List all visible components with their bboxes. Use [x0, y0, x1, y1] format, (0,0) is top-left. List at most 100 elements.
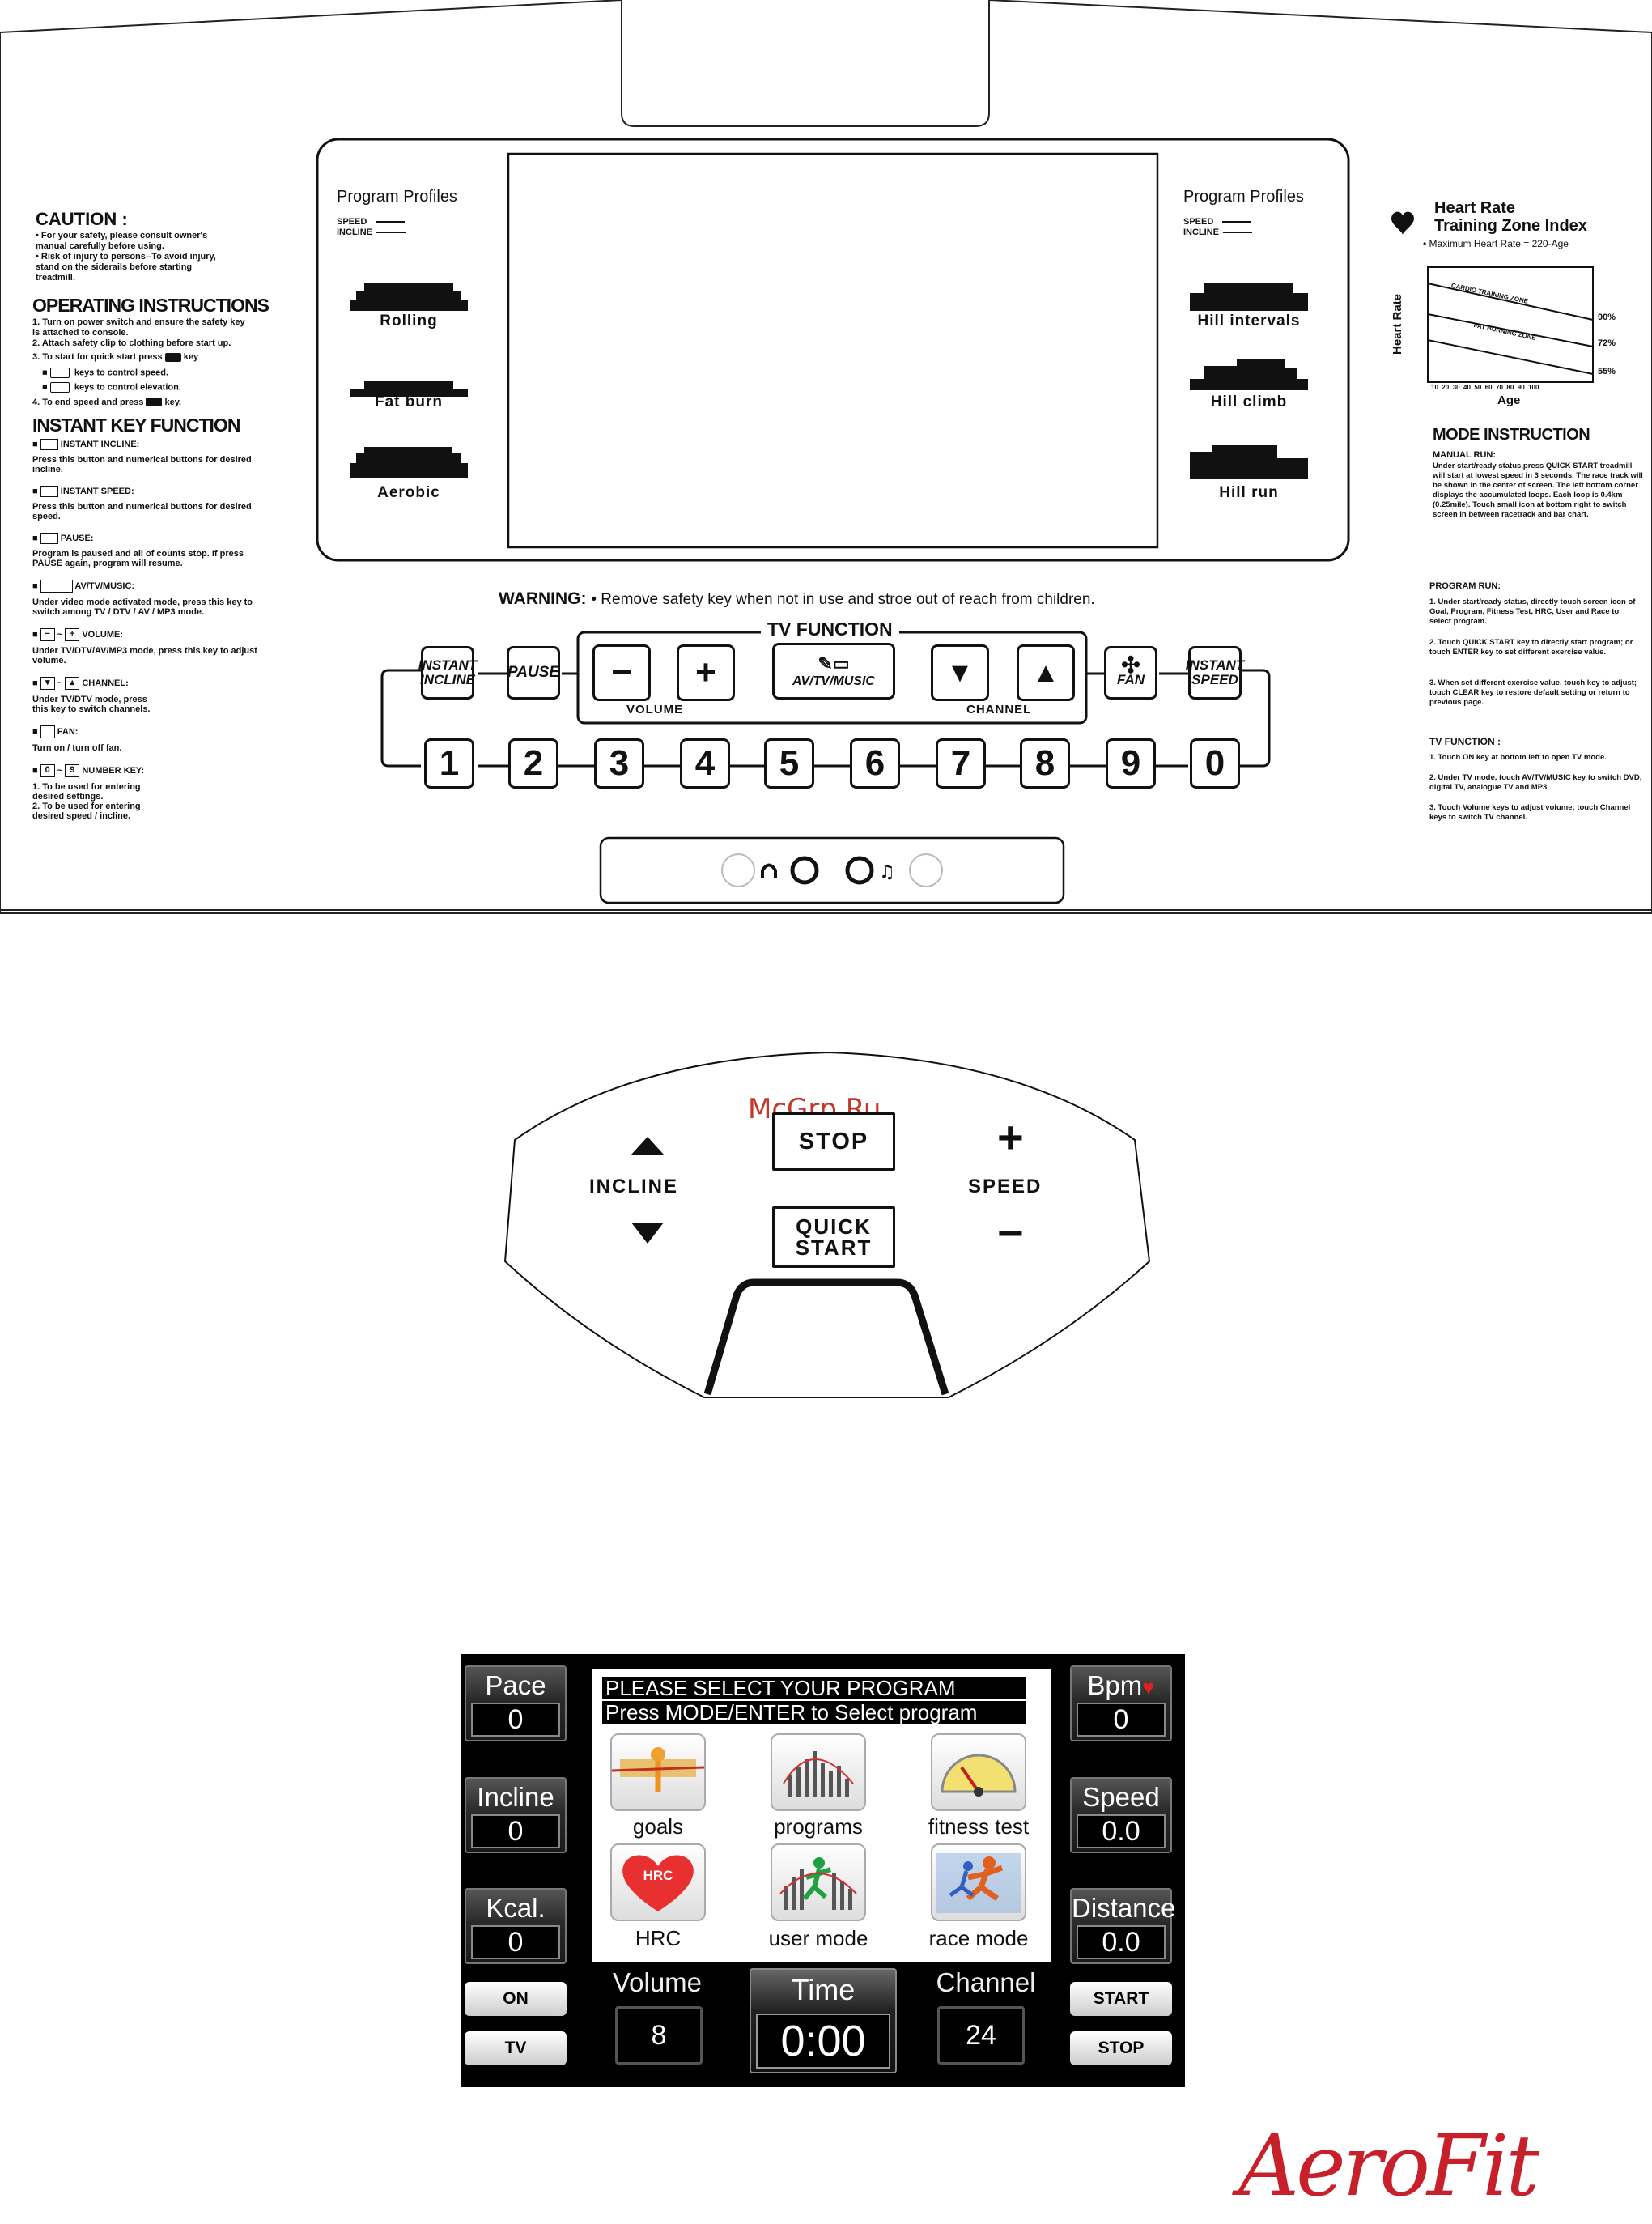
number-key-4[interactable]: 4: [680, 738, 730, 789]
avtv-key-icon: [40, 580, 73, 593]
number-key-0[interactable]: 0: [1190, 738, 1240, 789]
program-run-3: 3. When set different exercise value, to…: [1429, 678, 1637, 707]
incline-label: INCLINE: [589, 1176, 678, 1197]
volume-down-button[interactable]: −: [592, 644, 651, 701]
caution-text: • For your safety, please consult owner'…: [36, 231, 216, 283]
speed-label: SPEED: [968, 1176, 1043, 1197]
goals-tile[interactable]: [610, 1733, 706, 1811]
goals-icon: [611, 1747, 705, 1792]
operating-title: OPERATING INSTRUCTIONS: [32, 295, 270, 316]
goals-label: goals: [632, 1814, 684, 1839]
fan-key-icon: [40, 725, 55, 738]
profile-fat-burn: Fat burn: [375, 393, 443, 410]
program-header: PLEASE SELECT YOUR PROGRAM: [602, 1677, 1026, 1699]
profile-hill-climb: Hill climb: [1210, 393, 1288, 410]
fan-button[interactable]: ✣ FAN: [1104, 646, 1157, 700]
fitness-test-label: fitness test: [928, 1814, 1030, 1839]
quick-start-key-icon: [164, 352, 181, 362]
profile-hill-intervals: Hill intervals: [1197, 313, 1301, 330]
programs-icon: [783, 1751, 854, 1797]
fitness-test-icon: [941, 1754, 1017, 1797]
pause-button[interactable]: PAUSE: [507, 646, 560, 700]
quick-start-button[interactable]: QUICK START: [772, 1206, 895, 1268]
volume-label: VOLUME: [623, 703, 687, 717]
number-key-8[interactable]: 8: [1020, 738, 1070, 789]
incline-down-button[interactable]: [620, 1211, 677, 1252]
number-key-6[interactable]: 6: [850, 738, 900, 789]
volume-up-button[interactable]: +: [677, 644, 735, 701]
heart-max: • Maximum Heart Rate = 220-Age: [1423, 238, 1569, 249]
speed-up-button[interactable]: +: [997, 1112, 1024, 1163]
speed-keys-icon: [49, 368, 70, 378]
heart-ages: 10 20 30 40 50 60 70 80 90 100: [1431, 384, 1539, 391]
start-button[interactable]: START: [1070, 1982, 1172, 2016]
profile-graphs-right: [1190, 283, 1308, 479]
number-key-7[interactable]: 7: [936, 738, 986, 789]
volume-lcd-value: 8: [615, 2006, 703, 2065]
lcd-stop-button[interactable]: STOP: [1070, 2031, 1172, 2065]
number-key-2[interactable]: 2: [508, 738, 558, 789]
aerofit-logo: AeroFit: [1238, 2116, 1539, 2215]
profile-graphs-left: [350, 283, 468, 478]
pct-90: 90%: [1598, 313, 1616, 322]
user-mode-tile[interactable]: [771, 1843, 866, 1921]
programs-label: programs: [774, 1814, 863, 1839]
channel-up-button[interactable]: ▲: [1017, 644, 1075, 701]
user-mode-label: user mode: [768, 1926, 868, 1950]
incline-down-icon: [631, 1223, 664, 1244]
hrc-label: HRC: [635, 1926, 682, 1950]
manual-desc: Under start/ready status,press QUICK STA…: [1433, 461, 1643, 519]
program-select-area: PLEASE SELECT YOUR PROGRAM Press MODE/EN…: [592, 1669, 1051, 1962]
tv-function-3: 3. Touch Volume keys to adjust volume; t…: [1429, 803, 1631, 822]
fitness-test-tile[interactable]: [931, 1733, 1026, 1811]
handlebar-outline: [503, 1051, 1151, 1398]
hrc-tile[interactable]: HRC: [610, 1843, 706, 1921]
race-mode-tile[interactable]: [931, 1843, 1026, 1921]
incline-keys-icon: [49, 382, 70, 393]
heart-title: Heart Rate Training Zone Index: [1434, 199, 1587, 235]
profiles-right-legend: SPEED INCLINE: [1183, 217, 1253, 238]
tv-icon: ✎▭: [818, 653, 850, 674]
instant-incline-button[interactable]: INSTANT INCLINE: [418, 646, 477, 700]
tv-function-title: TV FUNCTION :: [1429, 736, 1501, 747]
tv-function-2: 2. Under TV mode, touch AV/TV/MUSIC key …: [1429, 773, 1642, 792]
heart-xlabel: Age: [1497, 393, 1521, 407]
pause-key-icon: [40, 533, 58, 544]
svg-text:♫: ♫: [879, 862, 895, 882]
hrc-badge: HRC: [643, 1868, 673, 1883]
race-mode-icon: [936, 1853, 1021, 1913]
av-tv-music-button[interactable]: ✎▭ AV/TV/MUSIC: [772, 643, 895, 700]
hrc-heart-icon: [622, 1855, 694, 1911]
tv-button[interactable]: TV: [465, 2031, 567, 2065]
on-button[interactable]: ON: [465, 1982, 567, 2016]
program-run-2: 2. Touch QUICK START key to directly sta…: [1429, 638, 1633, 657]
volume-lcd-label: Volume: [612, 1967, 703, 1997]
number-key-5[interactable]: 5: [764, 738, 814, 789]
warning: WARNING: • Remove safety key when not in…: [499, 589, 1095, 608]
programs-tile[interactable]: [771, 1733, 866, 1811]
number-key-9[interactable]: 9: [1106, 738, 1156, 789]
channel-down-button[interactable]: ▼: [931, 644, 989, 701]
heart-icon: ♥: [1142, 1675, 1155, 1699]
profile-hill-run: Hill run: [1219, 484, 1279, 501]
instant-speed-button[interactable]: INSTANT SPEED: [1186, 646, 1244, 700]
tv-function-1: 1. Touch ON key at bottom left to open T…: [1429, 753, 1607, 762]
stop-button[interactable]: STOP: [772, 1112, 895, 1171]
number-key-3[interactable]: 3: [594, 738, 644, 789]
number-key-1[interactable]: 1: [424, 738, 474, 789]
speed-down-button[interactable]: −: [997, 1207, 1024, 1258]
instant-key-text: ■ INSTANT INCLINE: Press this button and…: [32, 439, 257, 821]
program-subheader: Press MODE/ENTER to Select program: [602, 1701, 1026, 1724]
profiles-left-legend: SPEED INCLINE: [337, 217, 406, 238]
pct-55: 55%: [1598, 367, 1616, 376]
instant-speed-key-icon: [40, 486, 58, 497]
triangle-up-icon: ▲: [1032, 657, 1060, 688]
incline-up-button[interactable]: [620, 1122, 677, 1163]
kcal-display: Kcal.0: [465, 1888, 567, 1964]
program-run-title: PROGRAM RUN:: [1429, 581, 1501, 591]
instant-key-title: INSTANT KEY FUNCTION: [32, 415, 240, 436]
